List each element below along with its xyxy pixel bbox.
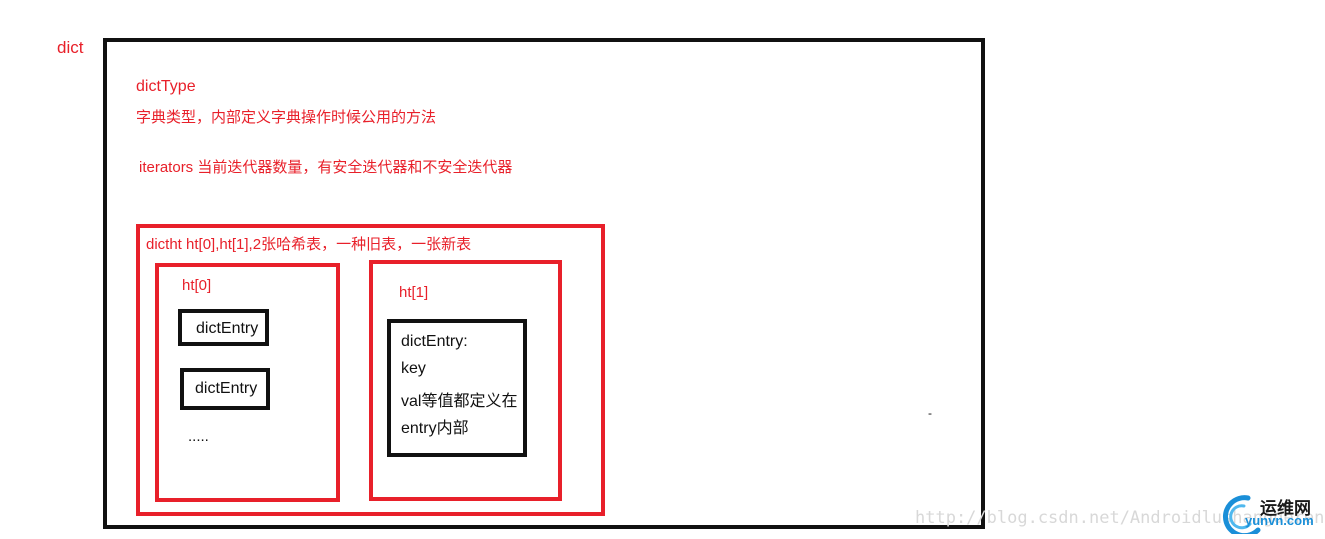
ht0-entry-box-1 [178, 309, 269, 346]
dicttype-description: 字典类型，内部定义字典操作时候公用的方法 [136, 109, 437, 126]
ht1-entry-line-2: key [401, 360, 426, 377]
ht1-box [369, 260, 562, 501]
ht0-entry-label-1: dictEntry [196, 320, 259, 337]
ht0-label: ht[0] [182, 277, 212, 294]
ht1-entry-line-4: entry内部 [401, 420, 469, 437]
ht0-ellipsis: ..... [188, 428, 209, 445]
watermark: http://blog.csdn.net/Androidlushangderen [915, 508, 1325, 528]
logo-name-en: yunvn.com [1245, 513, 1314, 528]
dictht-box [136, 224, 605, 516]
ht0-box [155, 263, 340, 502]
dictht-label: dictht ht[0],ht[1],2张哈希表，一种旧表，一张新表 [146, 236, 472, 253]
logo-name-cn: 运维网 [1260, 499, 1311, 518]
ht1-entry-box [387, 319, 527, 457]
ht1-label: ht[1] [399, 284, 429, 301]
ht0-entry-box-2 [180, 368, 270, 410]
dict-label: dict [57, 38, 84, 57]
ht1-entry-line-1: dictEntry: [401, 333, 468, 350]
iterators-description: iterators 当前迭代器数量，有安全迭代器和不安全迭代器 [139, 159, 513, 176]
dict-box [103, 38, 985, 529]
ht0-entry-label-2: dictEntry [195, 380, 258, 397]
dicttype-label: dictType [136, 78, 196, 95]
logo-icon [1223, 495, 1261, 534]
stray-mark: - [928, 406, 932, 420]
ht1-entry-line-3: val等值都定义在 [401, 393, 518, 410]
